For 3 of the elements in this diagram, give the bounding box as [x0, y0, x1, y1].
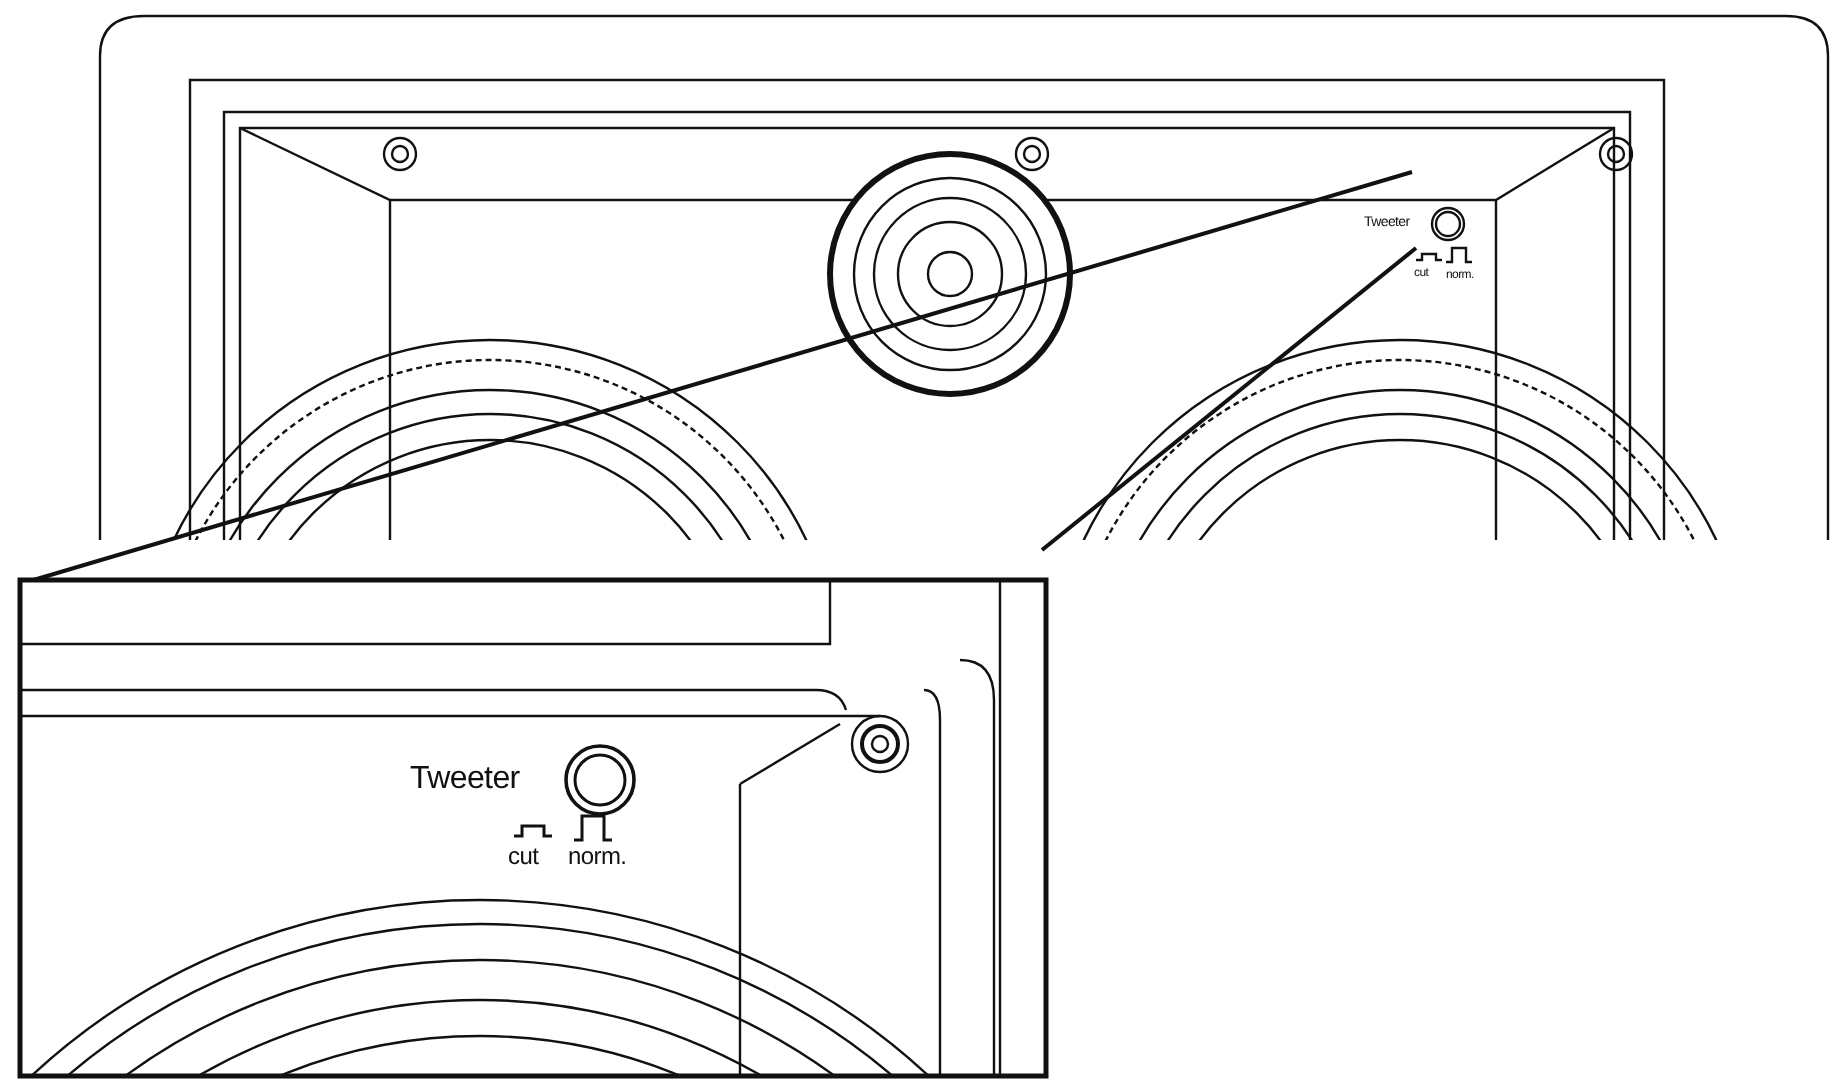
cut-label: cut — [508, 844, 539, 868]
norm-label: norm. — [568, 844, 627, 868]
switch-label: Tweeter — [410, 764, 520, 796]
